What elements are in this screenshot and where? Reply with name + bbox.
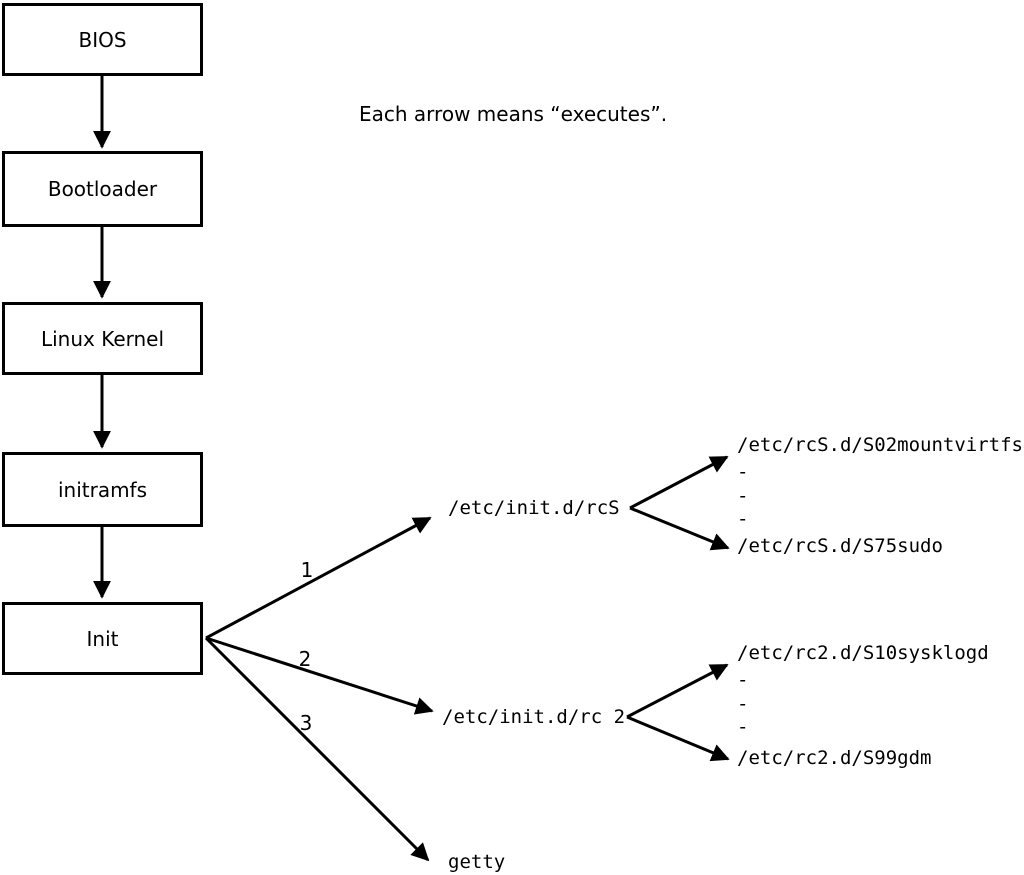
- box-linux-kernel: Linux Kernel: [2, 302, 203, 375]
- rc2-ellipsis-dash-2: -: [737, 693, 749, 715]
- box-bootloader: Bootloader: [2, 151, 203, 227]
- node-etc-init-d-rc2: /etc/init.d/rc 2: [442, 706, 626, 728]
- arrow-order-3: 3: [299, 711, 313, 735]
- rc2-ellipsis-dash-1: -: [737, 669, 749, 691]
- box-bios-label: BIOS: [78, 27, 127, 52]
- box-bios: BIOS: [2, 3, 203, 76]
- node-rcS-first-script: /etc/rcS.d/S02mountvirtfs: [737, 434, 1023, 456]
- arrow-order-1: 1: [300, 558, 314, 582]
- node-getty: getty: [448, 851, 506, 873]
- arrow-rcS-to-last-script: [629, 506, 730, 551]
- node-rc2-first-script: /etc/rc2.d/S10sysklogd: [737, 642, 989, 664]
- arrow-rcS-to-first-script: [629, 455, 729, 510]
- arrow-init-to-getty: [204, 636, 430, 862]
- arrow-init-to-rc2: [205, 636, 434, 715]
- arrow-order-2: 2: [298, 647, 312, 671]
- node-rcS-last-script: /etc/rcS.d/S75sudo: [737, 535, 943, 557]
- arrow-rc2-to-last-script: [626, 715, 730, 762]
- box-init: Init: [2, 602, 203, 675]
- arrow-init-to-rcS: [205, 516, 432, 640]
- legend-note: Each arrow means “executes”.: [359, 102, 668, 126]
- node-rc2-last-script: /etc/rc2.d/S99gdm: [737, 747, 932, 769]
- box-linux-kernel-label: Linux Kernel: [40, 326, 165, 351]
- box-init-label: Init: [86, 626, 119, 651]
- box-bootloader-label: Bootloader: [47, 177, 158, 201]
- arrow-rc2-to-first-script: [626, 663, 729, 719]
- rc2-ellipsis-dash-3: -: [737, 716, 749, 738]
- box-initramfs: initramfs: [2, 452, 203, 527]
- rcS-ellipsis-dash-3: -: [737, 508, 749, 530]
- box-initramfs-label: initramfs: [57, 477, 148, 502]
- rcS-ellipsis-dash-1: -: [737, 461, 749, 483]
- rcS-ellipsis-dash-2: -: [737, 485, 749, 507]
- node-etc-init-d-rcS: /etc/init.d/rcS: [448, 497, 620, 519]
